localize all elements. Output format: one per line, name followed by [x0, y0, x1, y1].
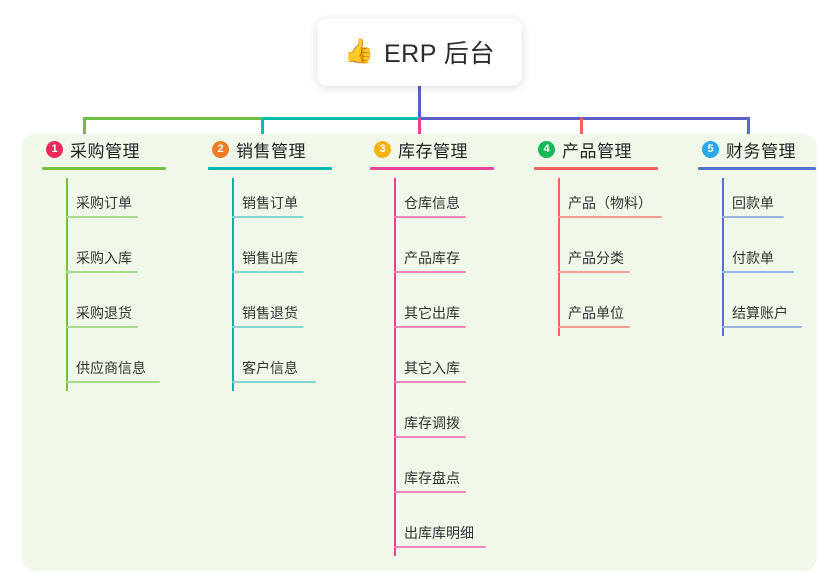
- leaf-rule: [394, 546, 486, 548]
- leaf-rule: [722, 326, 802, 328]
- leaf-rule: [394, 216, 466, 218]
- leaf-item[interactable]: 其它出库: [370, 280, 530, 335]
- branch-badge-icon: 2: [212, 140, 229, 158]
- leaf-label: 付款单: [732, 250, 774, 266]
- leaf-label: 采购退货: [76, 305, 132, 321]
- branch-badge-icon: 1: [46, 140, 63, 158]
- leaf-rule: [232, 381, 316, 383]
- branch-header-4[interactable]: 4 产品管理: [534, 134, 694, 164]
- leaf-rule: [394, 271, 466, 273]
- leaf-item[interactable]: 客户信息: [208, 335, 358, 390]
- leaf-item[interactable]: 产品分类: [534, 225, 694, 280]
- leaf-rule: [232, 326, 304, 328]
- branch-column-5: 5 财务管理回款单付款单结算账户: [698, 134, 839, 336]
- leaf-label: 产品单位: [568, 305, 624, 321]
- branch-title: 产品管理: [562, 141, 632, 161]
- leaf-label: 销售订单: [242, 195, 298, 211]
- branch-spine: [394, 178, 396, 556]
- leaf-label: 销售退货: [242, 305, 298, 321]
- branch-spine: [558, 178, 560, 336]
- branch-column-2: 2 销售管理销售订单销售出库销售退货客户信息: [208, 134, 358, 391]
- branch-header-1[interactable]: 1 采购管理: [42, 134, 192, 164]
- leaf-rule: [558, 216, 662, 218]
- leaf-item[interactable]: 销售退货: [208, 280, 358, 335]
- leaf-label: 出库库明细: [404, 525, 474, 541]
- leaf-item[interactable]: 销售订单: [208, 170, 358, 225]
- branch-header-5[interactable]: 5 财务管理: [698, 134, 839, 164]
- leaf-item[interactable]: 产品（物料）: [534, 170, 694, 225]
- branch-header-3[interactable]: 3 库存管理: [370, 134, 530, 164]
- branch-column-3: 3 库存管理仓库信息产品库存其它出库其它入库库存调拨库存盘点出库库明细: [370, 134, 530, 556]
- leaf-label: 产品（物料）: [568, 195, 652, 211]
- branch-title: 销售管理: [236, 141, 306, 161]
- leaf-rule: [232, 271, 304, 273]
- leaf-label: 其它入库: [404, 360, 460, 376]
- leaf-rule: [66, 271, 138, 273]
- root-title: ERP 后台: [383, 40, 495, 68]
- leaf-rule: [66, 216, 138, 218]
- branch-spine: [232, 178, 234, 391]
- leaf-label: 回款单: [732, 195, 774, 211]
- branch-spine: [722, 178, 724, 336]
- leaf-item[interactable]: 结算账户: [698, 280, 839, 335]
- leaf-label: 库存盘点: [404, 470, 460, 486]
- branch-column-4: 4 产品管理产品（物料） 产品分类产品单位: [534, 134, 694, 336]
- leaf-label: 客户信息: [242, 360, 298, 376]
- branch-header-rule: [698, 167, 816, 170]
- leaf-item[interactable]: 采购入库: [42, 225, 192, 280]
- leaf-item[interactable]: 采购订单: [42, 170, 192, 225]
- leaf-rule: [722, 271, 794, 273]
- leaf-label: 库存调拨: [404, 415, 460, 431]
- leaf-item[interactable]: 采购退货: [42, 280, 192, 335]
- leaf-item[interactable]: 产品单位: [534, 280, 694, 335]
- leaf-label: 其它出库: [404, 305, 460, 321]
- leaf-label: 销售出库: [242, 250, 298, 266]
- leaf-item[interactable]: 仓库信息: [370, 170, 530, 225]
- leaf-rule: [394, 491, 466, 493]
- thumbs-up-icon: 👍: [344, 38, 374, 65]
- branch-header-rule: [208, 167, 332, 170]
- leaf-rule: [66, 326, 138, 328]
- leaf-label: 产品库存: [404, 250, 460, 266]
- branch-header-rule: [42, 167, 166, 170]
- leaf-label: 采购订单: [76, 195, 132, 211]
- diagram-panel: 1 采购管理采购订单采购入库采购退货供应商信息 2 销售管理销售订单销售出库销售退货客…: [22, 134, 817, 571]
- leaf-item[interactable]: 付款单: [698, 225, 839, 280]
- leaf-rule: [558, 271, 630, 273]
- leaf-label: 供应商信息: [76, 360, 146, 376]
- branch-badge-icon: 3: [374, 140, 391, 158]
- leaf-label: 采购入库: [76, 250, 132, 266]
- root-node[interactable]: 👍 ERP 后台: [317, 18, 522, 86]
- leaf-label: 仓库信息: [404, 195, 460, 211]
- branch-title: 库存管理: [398, 141, 468, 161]
- branch-header-2[interactable]: 2 销售管理: [208, 134, 358, 164]
- branch-title: 财务管理: [726, 141, 796, 161]
- leaf-item[interactable]: 库存盘点: [370, 445, 530, 500]
- branch-title: 采购管理: [70, 141, 140, 161]
- branch-header-rule: [370, 167, 494, 170]
- branch-badge-icon: 5: [702, 140, 719, 158]
- leaf-rule: [232, 216, 304, 218]
- leaf-item[interactable]: 其它入库: [370, 335, 530, 390]
- leaf-label: 产品分类: [568, 250, 624, 266]
- leaf-item[interactable]: 销售出库: [208, 225, 358, 280]
- branch-badge-icon: 4: [538, 140, 555, 158]
- leaf-item[interactable]: 产品库存: [370, 225, 530, 280]
- leaf-item[interactable]: 出库库明细: [370, 500, 530, 555]
- leaf-item[interactable]: 供应商信息: [42, 335, 192, 390]
- leaf-item[interactable]: 回款单: [698, 170, 839, 225]
- branch-column-1: 1 采购管理采购订单采购入库采购退货供应商信息: [42, 134, 192, 391]
- leaf-item[interactable]: 库存调拨: [370, 390, 530, 445]
- leaf-rule: [394, 326, 466, 328]
- branch-spine: [66, 178, 68, 391]
- leaf-rule: [394, 381, 466, 383]
- leaf-rule: [722, 216, 784, 218]
- leaf-rule: [558, 326, 630, 328]
- leaf-label: 结算账户: [732, 305, 788, 321]
- leaf-rule: [66, 381, 160, 383]
- leaf-rule: [394, 436, 466, 438]
- branch-header-rule: [534, 167, 658, 170]
